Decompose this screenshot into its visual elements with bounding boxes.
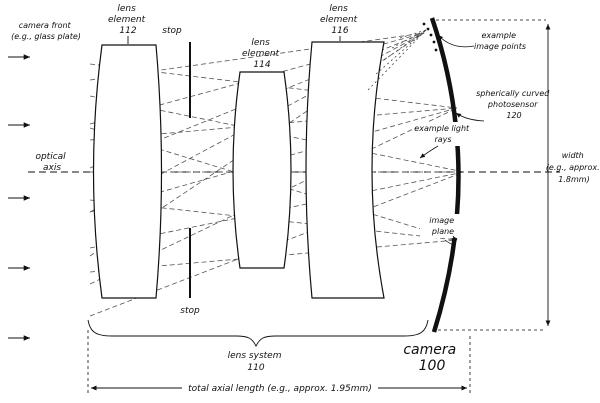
photosensor-arrow [455, 112, 485, 122]
lens-116-outline [305, 41, 385, 299]
light-rays-label-bg [416, 122, 470, 146]
image-point-rays [367, 29, 427, 91]
light-rays-arrow [419, 145, 439, 159]
camera-front-label: camera front (e.g., glass plate) [11, 21, 81, 41]
image-point-dot [429, 33, 433, 37]
lens-114-outline [232, 71, 292, 269]
image-point-ray [375, 29, 427, 75]
image-points-label: example image points [474, 31, 526, 51]
incoming-light-arrows [8, 54, 30, 341]
image-point-dot [422, 22, 426, 26]
optical-axis-label: optical axis [35, 152, 68, 173]
stop-top-label: stop [162, 26, 182, 36]
lens-112-label: lens element 112 [108, 4, 148, 36]
lens-system-label: lens system 110 [228, 351, 285, 373]
image-plane-label: image plane [429, 216, 456, 236]
image-point-ray [391, 29, 427, 49]
total-length-label: total axial length (e.g., approx. 1.95mm… [188, 384, 372, 394]
image-point-dots [422, 22, 438, 52]
image-plane-arrow [444, 235, 458, 245]
photosensor-label: spherically curved photosensor 120 [476, 89, 552, 120]
light-rays-label: example light rays [414, 124, 471, 144]
image-points-arrow [437, 34, 475, 48]
total-length-dimension: total axial length (e.g., approx. 1.95mm… [87, 330, 471, 396]
stop-bottom-label: stop [180, 306, 200, 316]
lens-116-label: lens element 116 [320, 4, 360, 36]
total-length-label-bg [182, 381, 378, 394]
image-point-ray [367, 29, 427, 91]
width-label: width (e.g., approx. 1.8mm) [546, 151, 600, 184]
photosensor-arc [429, 17, 461, 333]
width-dimension: width (e.g., approx. 1.8mm) [436, 19, 600, 331]
lens-system-brace [87, 319, 429, 348]
lens-114-label: lens element 114 [242, 38, 282, 70]
image-plane-label-bg [420, 214, 466, 238]
lens-112-outline [92, 44, 163, 299]
image-point-dot [426, 27, 430, 31]
image-point-dot [432, 40, 436, 44]
image-point-ray [383, 29, 427, 61]
camera-label: camera 100 [403, 342, 460, 374]
image-point-dot [434, 48, 438, 52]
